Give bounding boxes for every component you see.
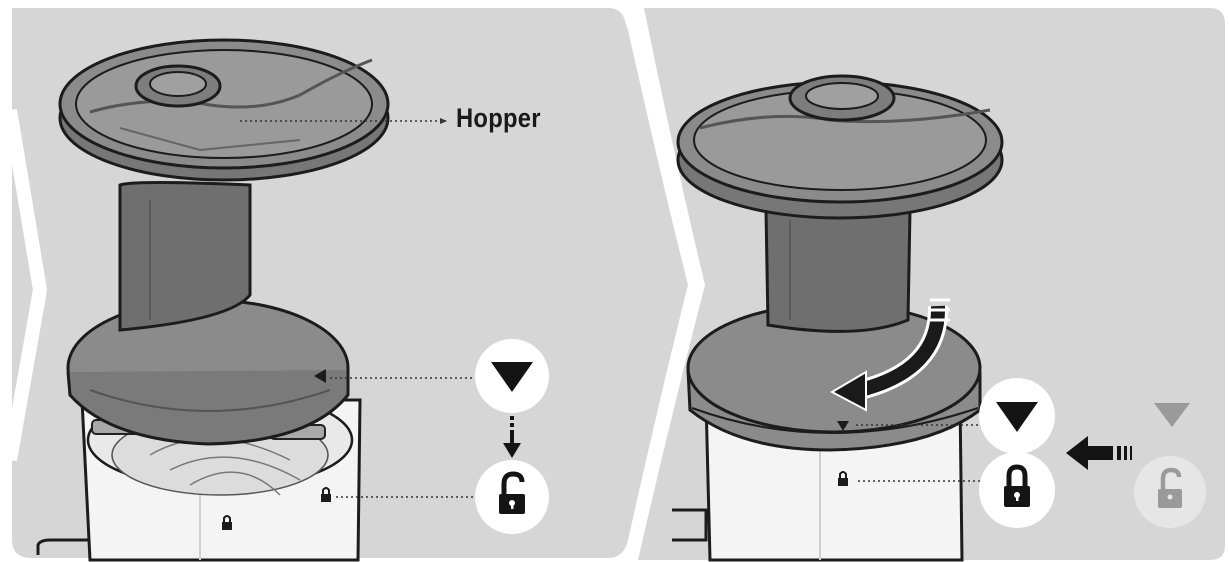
left-chevron <box>3 108 48 462</box>
lid-triangle-marker-2 <box>837 421 849 431</box>
step-2-illustration <box>672 74 1004 562</box>
faded-triangle-icon <box>1154 403 1190 427</box>
lid-triangle-marker <box>314 369 326 383</box>
padlock-open-icon <box>475 460 549 534</box>
triangle-down-icon-2 <box>979 378 1055 454</box>
padlock-closed-icon <box>979 452 1055 528</box>
hopper-label: Hopper <box>456 103 541 133</box>
hopper-chute-2 <box>764 208 912 333</box>
triangle-down-icon <box>475 339 549 413</box>
faded-padlock-open-icon <box>1134 456 1206 528</box>
base-lock-marker <box>222 515 232 530</box>
step-1-illustration <box>36 38 447 562</box>
rotate-arrow-icon <box>829 298 950 412</box>
hopper-chute <box>118 181 252 332</box>
base-lock-marker-2 <box>838 471 848 486</box>
arrow-down-icon <box>503 416 521 458</box>
arrow-left-icon <box>1066 436 1132 470</box>
small-lock-marker-1 <box>321 487 331 502</box>
